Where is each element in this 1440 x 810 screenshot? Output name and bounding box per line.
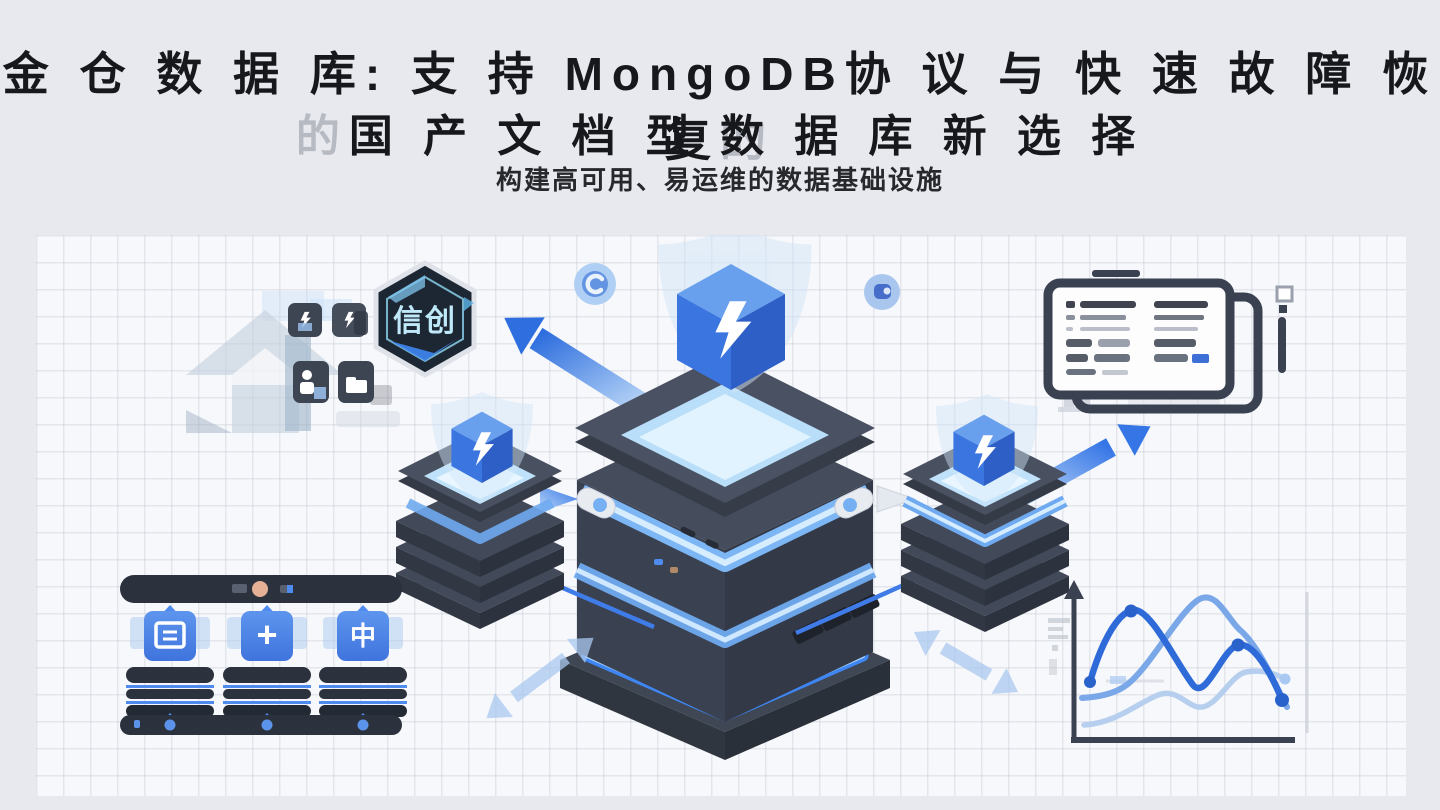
title-ghost-char: 的: [720, 114, 775, 166]
chart-data-points: [1084, 604, 1289, 707]
illustration-panel: 信创: [36, 235, 1406, 796]
cluster-column-1: [126, 605, 214, 732]
chart-series-dark: [1086, 606, 1286, 704]
zhong-glyph: 中: [350, 621, 376, 651]
page-title-line2: 的国 产 文 档 型 数 据 库 新 选 择: [0, 100, 1440, 164]
xinchuang-badge: 信创: [354, 260, 477, 405]
ghost-app-lightning-icon: [288, 303, 322, 337]
sync-arrow-right: [913, 630, 1019, 694]
data-circle-icon: [864, 274, 900, 310]
title-text2: 国 产 文 档 型 数 据 库 新 选 择: [348, 112, 1145, 161]
page-title-line1: 金 仓 数 据 库: 支 持 MongoDB协 议 与 快 速 故 障 恢 复的: [0, 38, 1440, 170]
chart-light-endpoint: [1279, 673, 1291, 685]
sync-circle-icon: [574, 263, 616, 305]
title-text: 金 仓 数 据 库: 支 持 MongoDB协 议 与 快 速 故 障 恢 复: [2, 48, 1438, 166]
db-cylinder: [319, 667, 407, 717]
title-ghost-char2: 的: [295, 112, 349, 161]
cluster-bar-indicators: [232, 581, 293, 597]
db-cylinder: [223, 667, 311, 717]
cluster-column-3: 中: [319, 605, 407, 732]
right-port: [834, 485, 917, 519]
line-chart: [1048, 580, 1309, 743]
center-database-tower: [540, 235, 917, 760]
pen-icon: [1275, 285, 1294, 373]
cluster-diagram: + 中: [120, 575, 407, 735]
lines-icon: [154, 621, 186, 649]
chart-side-notes: [1048, 618, 1070, 675]
monitor-text-lines: [1066, 301, 1209, 375]
cluster-column-2: +: [223, 605, 311, 732]
ghost-app-folder-icon: [338, 361, 374, 403]
plus-glyph: +: [256, 614, 277, 655]
right-replica-stack: [901, 394, 1069, 632]
illustration-scene: 信创: [120, 235, 1309, 760]
sync-arrow-left: [486, 637, 594, 719]
monitor-graphic: [1043, 270, 1294, 414]
badge-label: 信创: [393, 305, 457, 338]
left-replica-stack: [396, 392, 564, 629]
cluster-bottom-dots: [134, 719, 369, 731]
db-cylinder: [126, 667, 214, 717]
status-dots: [654, 526, 719, 573]
ghost-app-user-icon: [293, 361, 329, 403]
page-subtitle: 构建高可用、易运维的数据基础设施: [495, 165, 944, 195]
chart-series-light: [1081, 668, 1288, 728]
